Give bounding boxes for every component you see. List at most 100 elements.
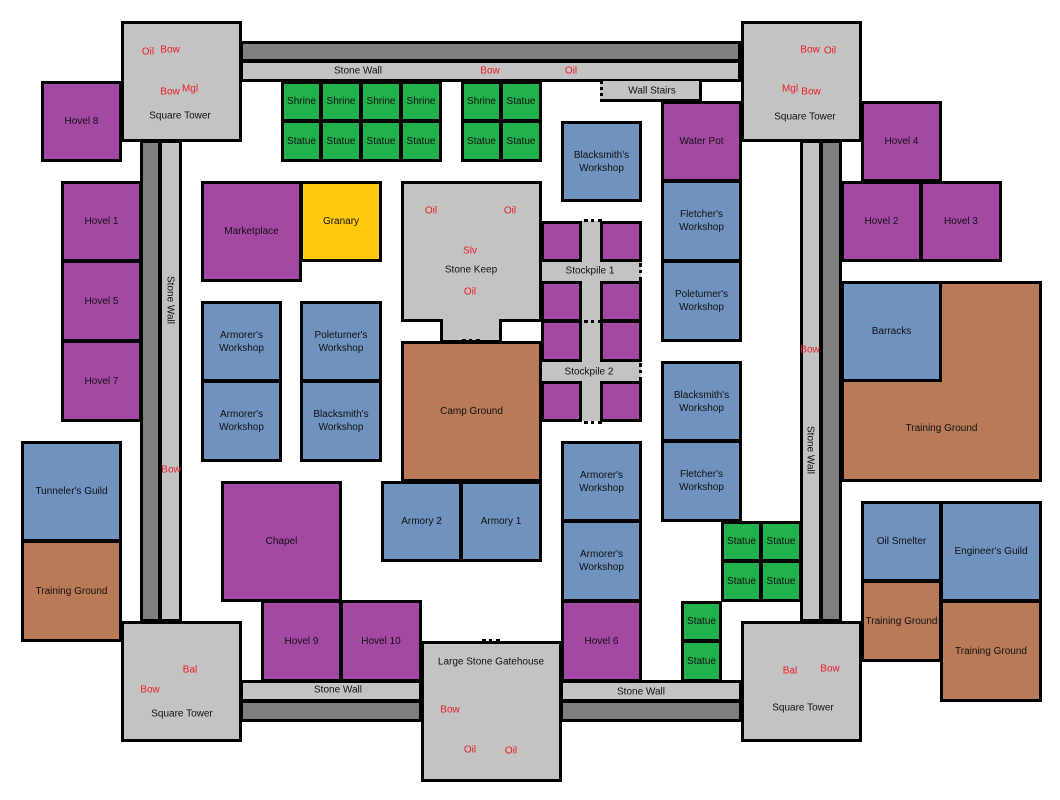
stockpile-cell <box>600 281 642 322</box>
building-label: Armorer's Workshop <box>219 409 264 433</box>
building-label: Poleturner's Workshop <box>674 289 729 313</box>
building-label: Fletcher's Workshop <box>679 469 724 493</box>
wall-label: Stone Wall <box>617 686 665 698</box>
blacksmith-s-workshop: Blacksmith's Workshop <box>300 380 382 462</box>
building-label: Hovel 8 <box>64 116 99 127</box>
building-label: Hovel 3 <box>944 216 978 227</box>
blacksmith-s-workshop: Blacksmith's Workshop <box>661 361 742 442</box>
stockpile-cell <box>541 281 582 322</box>
defense-marker: Oil <box>424 205 438 217</box>
building-label: Statue <box>506 135 536 147</box>
wall-label: Stone Wall <box>164 276 176 324</box>
building-label: Shrine <box>406 96 436 107</box>
hovel-4: Hovel 4 <box>861 101 942 182</box>
building-label: Armorer's Workshop <box>579 549 624 573</box>
defense-marker: Mgl <box>181 83 199 95</box>
building-label: Hovel 2 <box>864 216 899 227</box>
building-label: Fletcher's Workshop <box>679 209 724 233</box>
wall-segment <box>240 700 422 722</box>
dotted-entrance <box>639 263 642 281</box>
shrine: Shrine <box>281 81 322 122</box>
building-label: Engineer's Guild <box>954 546 1028 557</box>
marketplace: Marketplace <box>201 181 302 282</box>
structure-label: Stockpile 2 <box>564 366 614 378</box>
structure-label: Stone Keep <box>444 264 498 276</box>
building-label: Shrine <box>366 96 396 107</box>
statue: Statue <box>760 521 802 562</box>
defense-marker: Bow <box>801 86 821 98</box>
stockpile-cell <box>541 381 582 422</box>
dotted-entrance <box>639 363 642 381</box>
building-label: Blacksmith's Workshop <box>673 389 730 414</box>
building-label: Hovel 4 <box>884 136 919 147</box>
building-label: Training Ground <box>955 645 1027 657</box>
defense-marker: Bal <box>782 665 798 677</box>
building-label: Statue <box>406 135 436 147</box>
poleturner-s-workshop: Poleturner's Workshop <box>300 301 382 382</box>
building-label: Statue <box>506 96 536 107</box>
building-label: Blacksmith's Workshop <box>573 149 630 174</box>
defense-marker: Oil <box>141 46 155 58</box>
building-label: Armory 1 <box>480 516 522 527</box>
building-label: Marketplace <box>224 226 279 237</box>
building-label: Statue <box>687 616 716 627</box>
dotted-entrance <box>584 421 602 424</box>
defense-marker: Bow <box>800 44 820 56</box>
statue: Statue <box>461 120 502 162</box>
wall-segment <box>240 41 741 62</box>
hovel-8: Hovel 8 <box>41 81 122 162</box>
hovel-9: Hovel 9 <box>261 600 342 682</box>
armorer-s-workshop: Armorer's Workshop <box>201 301 282 382</box>
building-label: Training Ground <box>865 615 938 627</box>
defense-marker: Oil <box>463 744 477 756</box>
wall-label: Stone Wall <box>314 684 362 696</box>
structure-label: Square Tower <box>151 708 213 720</box>
building-label: Statue <box>326 135 356 147</box>
wall-segment <box>140 140 161 622</box>
statue: Statue <box>721 560 762 602</box>
water-pot: Water Pot <box>661 101 742 182</box>
statue: Statue <box>400 120 442 162</box>
wall-label: Stone Wall <box>334 65 382 77</box>
building-label: Statue <box>727 575 756 587</box>
building-label: Armorer's Workshop <box>579 469 624 494</box>
hovel-6: Hovel 6 <box>561 600 642 682</box>
armorer-s-workshop: Armorer's Workshop <box>561 441 642 522</box>
oil-smelter: Oil Smelter <box>861 501 942 582</box>
building-label: Training Ground <box>905 423 978 434</box>
statue: Statue <box>760 560 802 602</box>
structure-label: Square Tower <box>772 702 834 714</box>
statue: Statue <box>721 521 762 562</box>
shrine: Shrine <box>320 81 362 122</box>
training-ground: Training Ground <box>861 580 942 662</box>
defense-marker: Bow <box>440 704 460 716</box>
building-label: Blacksmith's Workshop <box>313 409 369 433</box>
defense-marker: Oil <box>823 45 837 57</box>
defense-marker: Oil <box>503 205 517 217</box>
statue: Statue <box>681 640 722 682</box>
wall-segment <box>820 140 842 622</box>
poleturner-s-workshop: Poleturner's Workshop <box>661 260 742 342</box>
building-label: Chapel <box>265 536 298 547</box>
defense-marker: Bow <box>140 684 160 696</box>
structure-label: Square Tower <box>149 110 211 122</box>
camp-ground: Camp Ground <box>401 341 542 482</box>
dotted-entrance <box>675 99 693 102</box>
dotted-entrance <box>482 779 500 782</box>
building-label: Oil Smelter <box>876 536 927 547</box>
stockpile-cell <box>600 221 642 262</box>
statue: Statue <box>281 120 322 162</box>
building-label: Poleturner's Workshop <box>314 329 368 354</box>
defense-marker: Mgl <box>781 83 799 95</box>
statue: Statue <box>320 120 362 162</box>
structure-label: Large Stone Gatehouse <box>437 656 545 668</box>
hovel-2: Hovel 2 <box>841 181 922 262</box>
square-tower <box>741 621 862 742</box>
dotted-entrance <box>539 363 542 381</box>
defense-marker: Bow <box>820 663 840 675</box>
building-label: Shrine <box>287 96 316 107</box>
dotted-entrance <box>482 639 500 642</box>
building-label: Training Ground <box>35 585 108 597</box>
building-label: Barracks <box>871 326 912 337</box>
